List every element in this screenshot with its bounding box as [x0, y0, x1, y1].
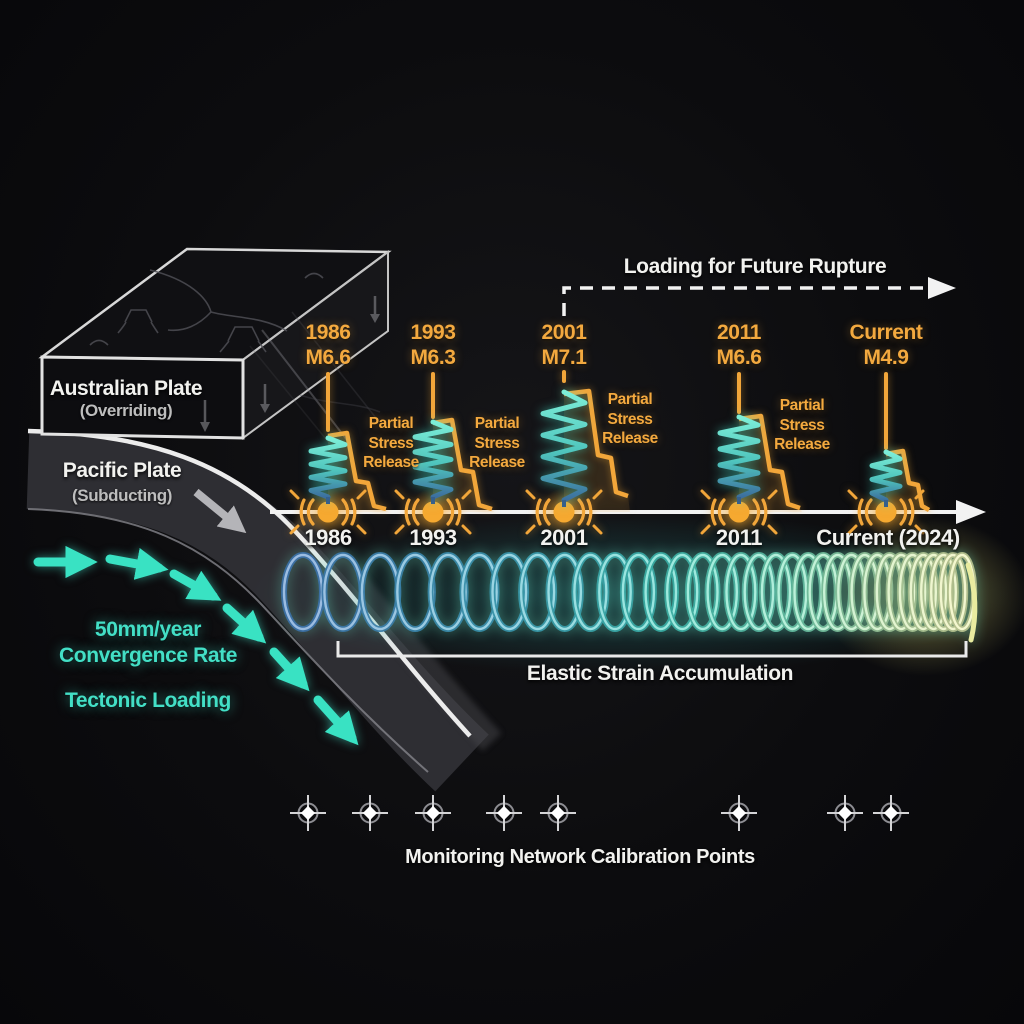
stress-label-1986: Partial Stress Release [363, 415, 419, 471]
stress-label-2011: Partial Stress Release [774, 397, 830, 453]
coil-loop-highlight [461, 553, 498, 631]
strain-label: Elastic Strain Accumulation [526, 662, 794, 685]
crosshair-target-icon [352, 795, 388, 831]
coil-loop-highlight [686, 553, 719, 631]
axis-label-current: Current (2024) [816, 525, 960, 550]
coil-loop-highlight [887, 553, 916, 631]
event-label-2001: 2001 M7.1 [541, 321, 587, 369]
tectonic-loading-label: Tectonic Loading [65, 689, 231, 712]
crosshair-target-icon [827, 795, 863, 831]
timeline-axis [270, 500, 986, 524]
crosshair-target-icon [415, 795, 451, 831]
slab-motion-arrow [193, 488, 247, 534]
coil-loop-highlight [491, 553, 528, 631]
seismic-burst-icon [394, 488, 472, 536]
event-stems [326, 370, 888, 450]
strain-coil [281, 552, 978, 643]
axis-label-2001: 2001 [540, 525, 588, 550]
compression-arrows [200, 296, 380, 432]
subducting-plate-name: Pacific Plate [62, 459, 182, 482]
coil-loop-highlight [706, 553, 739, 631]
coil-loop-highlight [919, 553, 948, 631]
stress-label-1993: Partial Stress Release [469, 415, 525, 471]
convergence-rate-label: 50mm/year Convergence Rate [59, 618, 237, 667]
crosshair-target-icon [290, 795, 326, 831]
coil-spring-icon [869, 449, 903, 503]
coil-loop-highlight [598, 553, 632, 631]
convergence-arrows [33, 545, 359, 746]
crosshair-target-icon [721, 795, 757, 831]
stress-label-2001: Partial Stress Release [602, 391, 658, 447]
loading-dashed-arrow [562, 277, 956, 316]
coil-spring-icon [308, 435, 348, 500]
crust-texture [89, 269, 381, 445]
coil-loop-highlight [898, 553, 927, 631]
crosshair-target-icon [486, 795, 522, 831]
seismic-burst-icon [525, 488, 603, 536]
strain-bracket [336, 641, 968, 658]
coil-loop-highlight [519, 553, 556, 631]
seismic-burst-icon [289, 488, 367, 536]
coil-spring-icon [540, 389, 588, 503]
coil-loop-highlight [777, 553, 808, 631]
coil-loop-highlight [760, 553, 792, 631]
crosshair-target-icon [540, 795, 576, 831]
coil-loop-highlight [429, 553, 467, 631]
crosshair-target-icon [873, 795, 909, 831]
coil-spring-icon [412, 419, 454, 500]
coil-spring-icon [717, 414, 761, 500]
coil-loop-highlight [621, 553, 656, 631]
coil-loop-highlight [743, 553, 775, 631]
coil-loop-highlight [909, 553, 937, 631]
overriding-plate-role: (Overriding) [79, 401, 173, 420]
monitoring-label: Monitoring Network Calibration Points [405, 846, 755, 868]
event-label-1986: 1986 M6.6 [305, 321, 351, 369]
event-label-1993: 1993 M6.3 [410, 321, 456, 369]
block-front-face [40, 355, 245, 440]
coil-loop-highlight [573, 553, 608, 631]
event-label-2011: 2011 M6.6 [716, 321, 762, 369]
coil-loop-highlight [725, 553, 757, 631]
axis-arrowhead [956, 500, 986, 524]
coil-loop-highlight [939, 553, 967, 631]
subducting-plate-role: (Subducting) [71, 486, 173, 505]
overriding-plate-name: Australian Plate [49, 377, 203, 400]
calibration-points [290, 795, 909, 831]
overriding-plate-block [38, 247, 392, 445]
seismic-burst-icon [847, 488, 925, 536]
loading-label: Loading for Future Rupture [623, 255, 887, 278]
coil-loop-highlight [644, 553, 678, 631]
seismic-burst-icon [700, 488, 778, 536]
coil-end-tail [965, 562, 978, 643]
axis-label-1986: 1986 [304, 525, 352, 550]
coil-loop-highlight [547, 553, 583, 631]
axis-label-1993: 1993 [409, 525, 457, 550]
epicenter-markers [289, 488, 925, 536]
coil-loop-highlight [666, 553, 699, 631]
axis-label-2011: 2011 [715, 525, 763, 550]
loading-arrowhead [928, 277, 956, 299]
stress-springs [308, 389, 903, 507]
event-label-current: Current M4.9 [849, 321, 923, 369]
coil-loop-highlight [930, 553, 958, 631]
